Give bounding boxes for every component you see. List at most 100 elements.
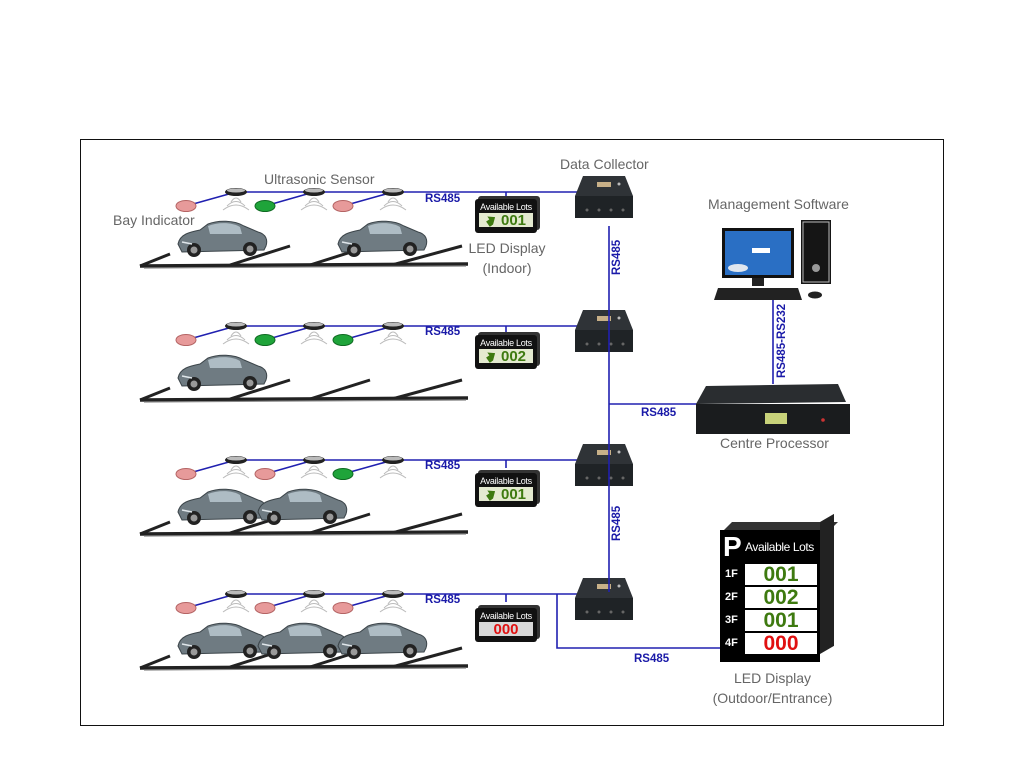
processor-lcd (765, 413, 787, 424)
pc-tower-icon (801, 220, 831, 284)
processor-top (696, 384, 846, 404)
keyboard-icon (714, 288, 802, 300)
data-collector-1F (575, 176, 633, 218)
rs485-label-collector-1-2: RS485 (611, 239, 623, 275)
centre-processor-icon (696, 384, 850, 434)
indoor-display-label-line1: LED Display (468, 240, 546, 256)
indoor-display-1f: Available Lots 001 (475, 199, 537, 233)
sonic-wave-icon (226, 201, 246, 207)
indoor-display-count: 002 (500, 347, 527, 365)
bay-indicator-light (332, 468, 354, 480)
rs485-label-floor2: RS485 (425, 326, 461, 338)
outdoor-display-label-line2: (Outdoor/Entrance) (712, 690, 833, 706)
outdoor-led-display: P Available Lots 1F 001 2F 002 3F 001 4F… (720, 530, 820, 662)
data-collector-label: Data Collector (560, 156, 649, 172)
port (609, 208, 613, 212)
floor-label: 3F (725, 614, 738, 626)
bay-indicator-light (332, 602, 354, 614)
sonic-wave-icon (222, 338, 250, 345)
outdoor-display-label-line1: LED Display (733, 670, 812, 686)
port (597, 208, 601, 212)
indoor-display-header: Available Lots (480, 611, 532, 621)
sonic-wave-icon (230, 599, 242, 605)
direction-arrow-icon (484, 487, 498, 501)
collector-label (597, 182, 611, 187)
parking-line (391, 378, 463, 401)
indoor-display-count: 001 (500, 211, 527, 229)
bay-indicator-light (254, 334, 276, 346)
car-icon (257, 488, 348, 525)
parking-p-icon: P (723, 531, 742, 562)
indoor-display-count: 000 (493, 620, 519, 638)
floor-2F (139, 322, 577, 403)
sonic-wave-icon (226, 335, 246, 341)
sonic-wave-icon (300, 606, 328, 613)
data-collector-3F (575, 444, 633, 486)
floor-count: 002 (745, 587, 817, 609)
sonic-wave-icon (383, 201, 403, 207)
management-software-label: Management Software (708, 196, 849, 212)
processor-led (821, 418, 825, 422)
parking-line (139, 520, 171, 536)
car-icon (257, 622, 348, 659)
parking-line (309, 378, 371, 401)
outdoor-display-side (820, 513, 834, 654)
parking-line (139, 386, 171, 402)
sonic-wave-icon (304, 201, 324, 207)
sonic-wave-icon (230, 197, 242, 203)
indoor-display-label: LED Display (Indoor) (467, 240, 547, 276)
data-collector-4F (575, 578, 633, 620)
parking-line (391, 646, 463, 669)
bay-indicator-light (175, 468, 197, 480)
sonic-wave-icon (308, 465, 320, 471)
parking-line (229, 378, 291, 401)
sonic-wave-icon (230, 331, 242, 337)
bay-indicator-label: Bay Indicator (113, 212, 195, 228)
rs485-rs232-label: RS485-RS232 (776, 303, 788, 378)
bay-indicator-light (254, 468, 276, 480)
parking-line (391, 512, 463, 535)
bay-indicator-light (175, 602, 197, 614)
port (609, 476, 613, 480)
indoor-display-4f: Available Lots 000 (475, 608, 537, 642)
direction-arrow-icon (484, 349, 498, 363)
parking-line (139, 654, 171, 670)
bay-indicator-light (254, 602, 276, 614)
sonic-wave-icon (383, 603, 403, 609)
rs485-label-collector-3-4: RS485 (611, 505, 623, 541)
parking-line (139, 252, 171, 268)
floor-count: 000 (745, 633, 817, 655)
collector-label (597, 316, 611, 321)
rs485-label-floor3: RS485 (425, 460, 461, 472)
car-icon (337, 622, 428, 659)
sonic-wave-icon (387, 599, 399, 605)
sonic-wave-icon (304, 603, 324, 609)
parking-lot-edge (139, 664, 469, 670)
port (585, 208, 589, 212)
indoor-display-screen: 002 (479, 347, 533, 365)
parking-lot-edge (139, 530, 469, 536)
floor-label: 2F (725, 591, 738, 603)
sonic-wave-icon (308, 599, 320, 605)
rs485-label-outdoor: RS485 (634, 653, 670, 665)
floor-3F (139, 456, 577, 537)
collector-label (597, 584, 611, 589)
collector-front (575, 598, 633, 620)
bay-indicator-light (254, 200, 276, 212)
sonic-wave-icon (308, 197, 320, 203)
mouse-icon (808, 291, 822, 299)
collector-front (575, 196, 633, 218)
port (597, 610, 601, 614)
centre-processor-label: Centre Processor (720, 435, 829, 451)
sonic-wave-icon (304, 335, 324, 341)
sonic-wave-icon (308, 331, 320, 337)
outdoor-row-4f: 4F 000 (720, 633, 820, 655)
sonic-wave-icon (300, 472, 328, 479)
indoor-display-label-line2: (Indoor) (482, 260, 532, 276)
floor-4F (139, 590, 577, 671)
bay-indicator-light (332, 200, 354, 212)
sonic-wave-icon (222, 472, 250, 479)
indoor-display-screen: 001 (479, 211, 533, 229)
floor-1F (139, 188, 577, 269)
car-icon (177, 354, 268, 391)
